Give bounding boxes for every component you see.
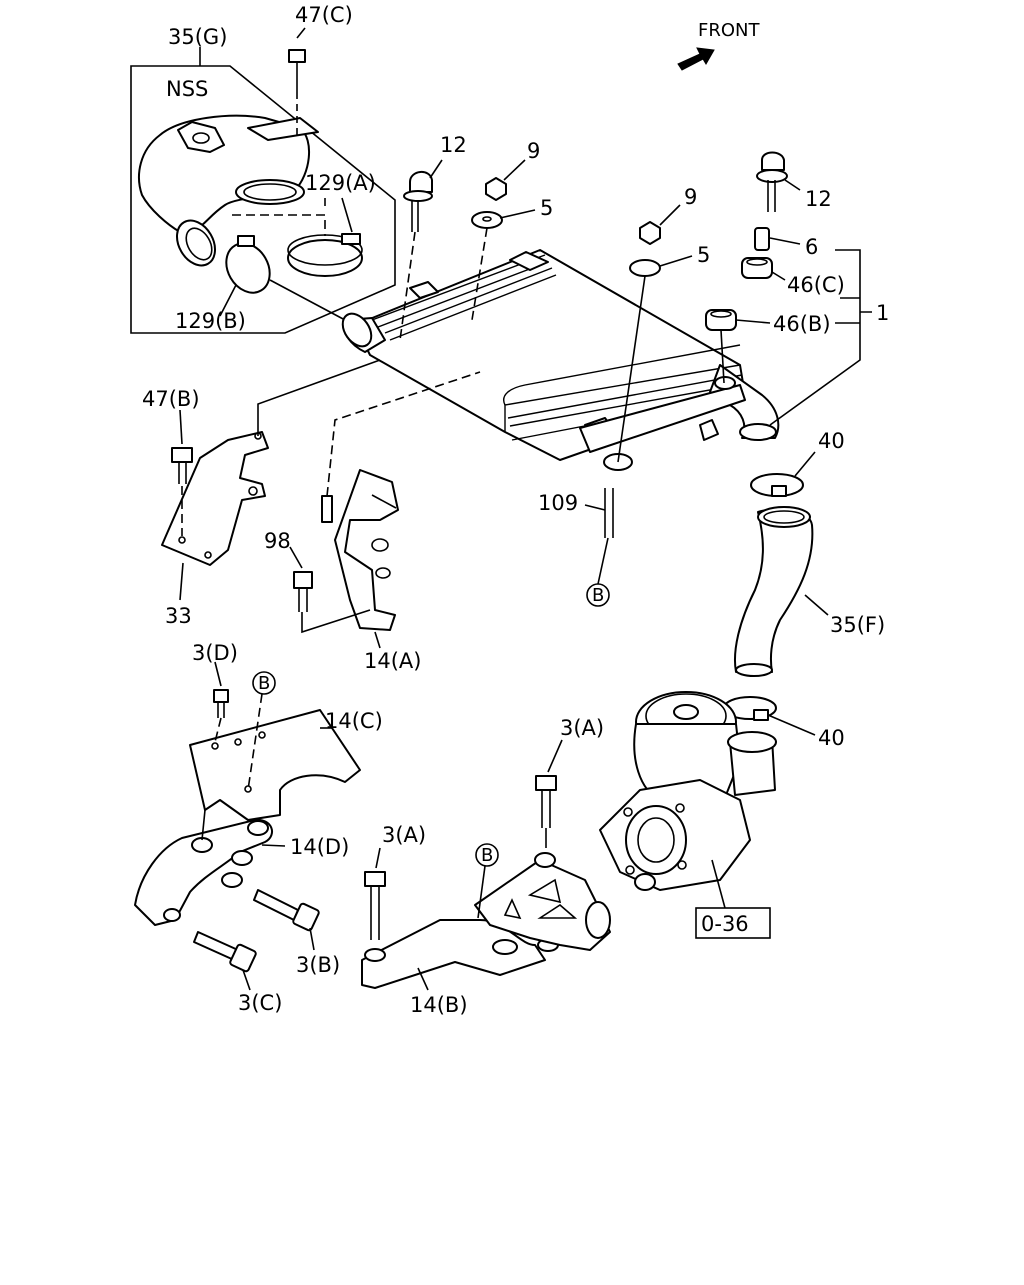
group-frame xyxy=(130,65,396,334)
bolt-3a-right xyxy=(535,739,563,848)
washer-5-left xyxy=(471,209,536,321)
label-ref-b-1: B xyxy=(592,585,604,606)
bolt-47b xyxy=(171,409,193,536)
grommet-46b xyxy=(705,309,771,384)
bracket-14c xyxy=(189,709,361,821)
bolt-98 xyxy=(289,546,371,634)
label-9-left: 9 xyxy=(527,139,540,163)
front-arrow-icon xyxy=(677,47,715,71)
stud-109 xyxy=(584,488,614,585)
grommet-46c xyxy=(741,257,786,281)
label-14b: 14(B) xyxy=(410,993,468,1017)
label-14d: 14(D) xyxy=(290,835,349,859)
bracket-33 xyxy=(161,359,381,601)
label-46c: 46(C) xyxy=(787,273,845,297)
bolt-47c xyxy=(288,49,306,135)
ref-b-2 xyxy=(247,671,276,791)
air-duct-35g xyxy=(138,114,311,233)
label-3b: 3(B) xyxy=(296,953,340,977)
label-ref-b-3: B xyxy=(481,845,493,866)
label-40-upper: 40 xyxy=(818,429,845,453)
label-12-right: 12 xyxy=(805,187,832,211)
label-35f: 35(F) xyxy=(830,613,885,637)
label-33: 33 xyxy=(165,604,192,628)
label-9-right: 9 xyxy=(684,185,697,209)
label-ref-b-2: B xyxy=(258,673,270,694)
label-3a-left: 3(A) xyxy=(382,823,426,847)
ref-b-3 xyxy=(475,843,499,919)
label-46b: 46(B) xyxy=(773,312,831,336)
label-14c: 14(C) xyxy=(325,709,383,733)
bolt-3b xyxy=(253,889,320,951)
bracket-1-leader xyxy=(769,249,872,426)
label-3a-right: 3(A) xyxy=(560,716,604,740)
hose-35f xyxy=(734,506,829,677)
nut-9-right xyxy=(639,204,681,245)
label-3d: 3(D) xyxy=(192,641,238,665)
label-5-right: 5 xyxy=(697,243,710,267)
label-109: 109 xyxy=(538,491,578,515)
label-12-left: 12 xyxy=(440,133,467,157)
clamp-129b xyxy=(225,242,271,294)
label-40-lower: 40 xyxy=(818,726,845,750)
label-47c: 47(C) xyxy=(295,3,353,27)
air-duct-group xyxy=(130,27,396,334)
bracket-14b xyxy=(361,852,611,991)
spacer-6 xyxy=(754,227,801,251)
front-indicator: FRONT xyxy=(677,20,760,71)
label-129b: 129(B) xyxy=(175,309,246,333)
label-98: 98 xyxy=(264,529,291,553)
clamp-40-upper xyxy=(750,451,816,497)
bracket-14d xyxy=(134,809,286,926)
label-1: 1 xyxy=(876,301,889,325)
label-ref-036: 0-36 xyxy=(701,912,749,936)
front-label: FRONT xyxy=(698,20,760,41)
washer-5-right xyxy=(617,255,693,463)
ref-b-1 xyxy=(586,583,610,607)
label-14a: 14(A) xyxy=(364,649,421,673)
bolt-12-right xyxy=(756,151,801,212)
label-35g: 35(G) xyxy=(168,25,227,49)
label-3c: 3(C) xyxy=(238,991,282,1015)
bolt-3a-left xyxy=(364,847,386,940)
bracket-14a xyxy=(321,371,481,649)
bolt-12-left xyxy=(399,159,443,341)
clamp-129a xyxy=(287,239,363,277)
intercooler-1 xyxy=(341,249,780,471)
label-nss: NSS xyxy=(166,77,208,101)
bolt-3c xyxy=(193,931,257,991)
clamp-40-lower xyxy=(723,696,816,736)
ref-036-box xyxy=(695,907,771,939)
label-129a: 129(A) xyxy=(305,171,376,195)
turbocharger xyxy=(599,691,777,909)
label-5-left: 5 xyxy=(540,196,553,220)
nut-9-left xyxy=(485,159,526,201)
label-47b: 47(B) xyxy=(142,387,200,411)
bolt-3d xyxy=(213,661,229,743)
label-6: 6 xyxy=(805,235,818,259)
